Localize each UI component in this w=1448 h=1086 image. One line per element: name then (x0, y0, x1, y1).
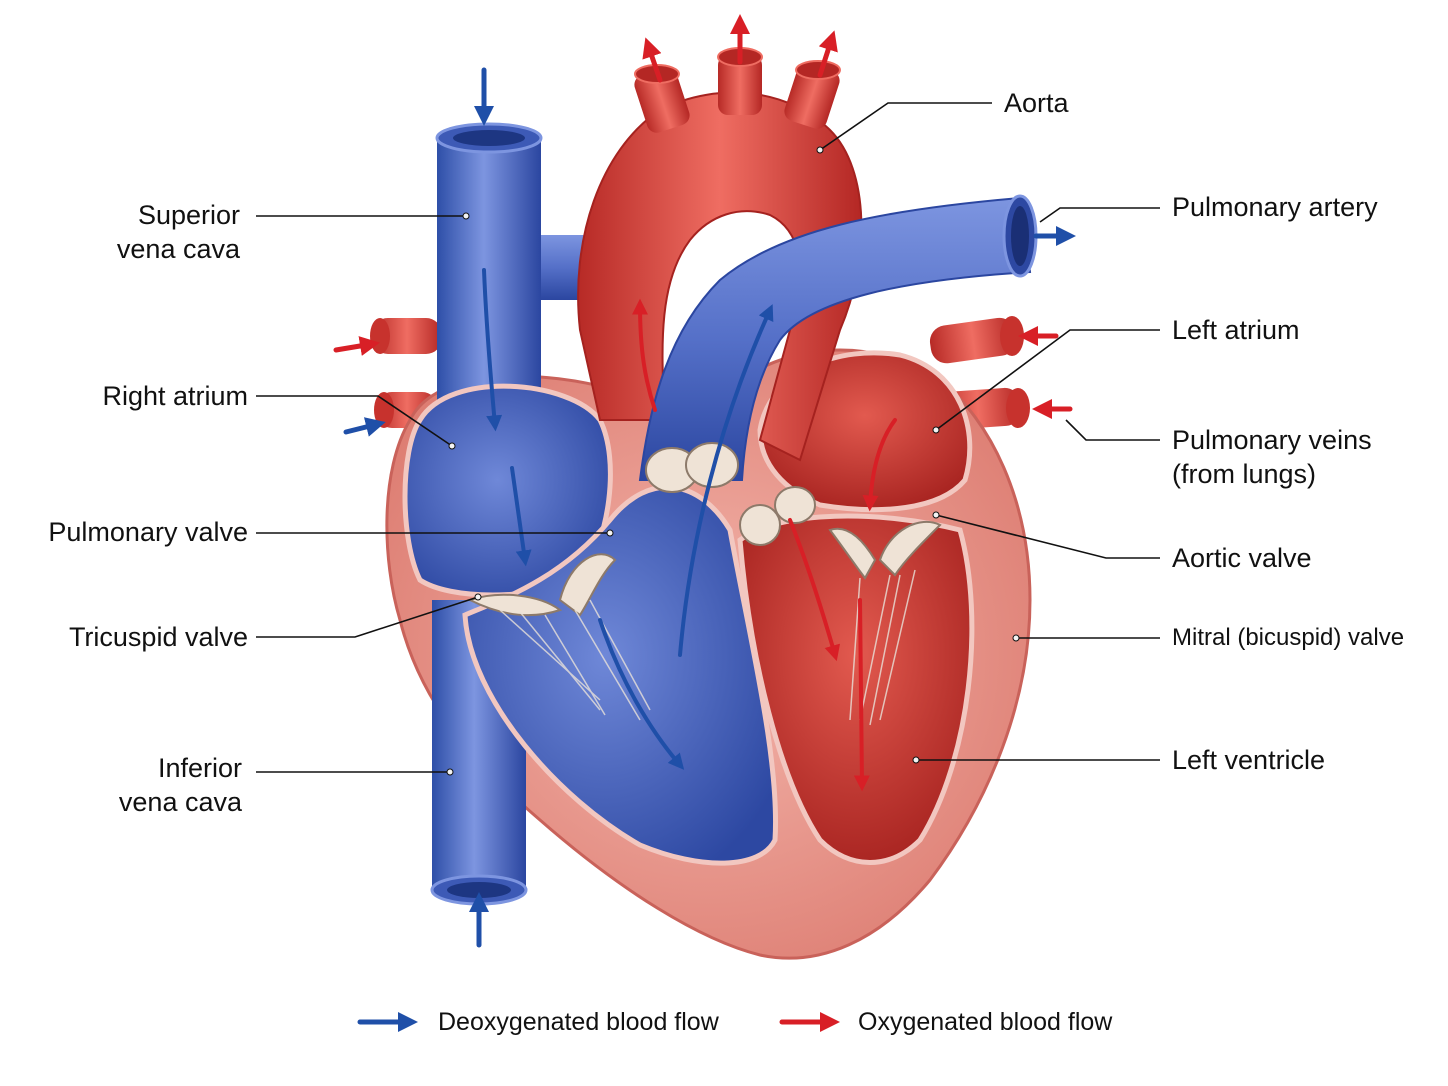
label-mitral-valve: Mitral (bicuspid) valve (1172, 624, 1405, 651)
label-line: Inferior (157, 753, 242, 783)
flow-svc-down (482, 268, 503, 432)
superior-vena-cava (435, 122, 543, 428)
flow-la-down (862, 418, 897, 512)
label-tricuspid-valve: Tricuspid valve (68, 622, 248, 652)
label-pulmonary-valve: Pulmonary valve (48, 517, 248, 547)
flow-aorta-up (632, 298, 657, 412)
label-left-atrium: Left atrium (1172, 315, 1300, 345)
label-line: vena cava (118, 787, 242, 817)
label-line: Superior (137, 200, 240, 230)
flow-rv-down (598, 618, 685, 770)
legend-oxygenated: Oxygenated blood flow (858, 1008, 1113, 1036)
label-pulmonary-veins: Pulmonary veins (from lungs) (1172, 423, 1372, 491)
label-inferior-vena-cava: Inferior vena cava (119, 751, 242, 819)
label-superior-vena-cava: Superior vena cava (117, 198, 240, 266)
legend-deoxygenated: Deoxygenated blood flow (438, 1008, 719, 1036)
aorta (577, 47, 863, 462)
flow-rv-up (678, 304, 774, 657)
left-ventricle (737, 513, 975, 865)
leader-lines (256, 102, 1160, 773)
label-left-ventricle: Left ventricle (1172, 745, 1326, 775)
flow-lv-down (788, 518, 841, 662)
leader-dots (446, 146, 1020, 776)
label-aorta: Aorta (1004, 88, 1069, 118)
pulmonary-trunk (638, 194, 1038, 481)
label-line: Pulmonary veins (1172, 425, 1372, 455)
blood-flow-arrows (482, 268, 897, 792)
label-line: (from lungs) (1172, 459, 1317, 489)
valves (467, 442, 942, 617)
label-right-atrium: Right atrium (102, 381, 248, 411)
external-arrows (333, 14, 1076, 948)
label-aortic-valve: Aortic valve (1172, 543, 1312, 573)
label-pulmonary-artery: Pulmonary artery (1172, 192, 1378, 222)
label-line: vena cava (116, 234, 240, 264)
flow-lv-apex (853, 598, 870, 792)
flow-ra-down (510, 466, 532, 567)
